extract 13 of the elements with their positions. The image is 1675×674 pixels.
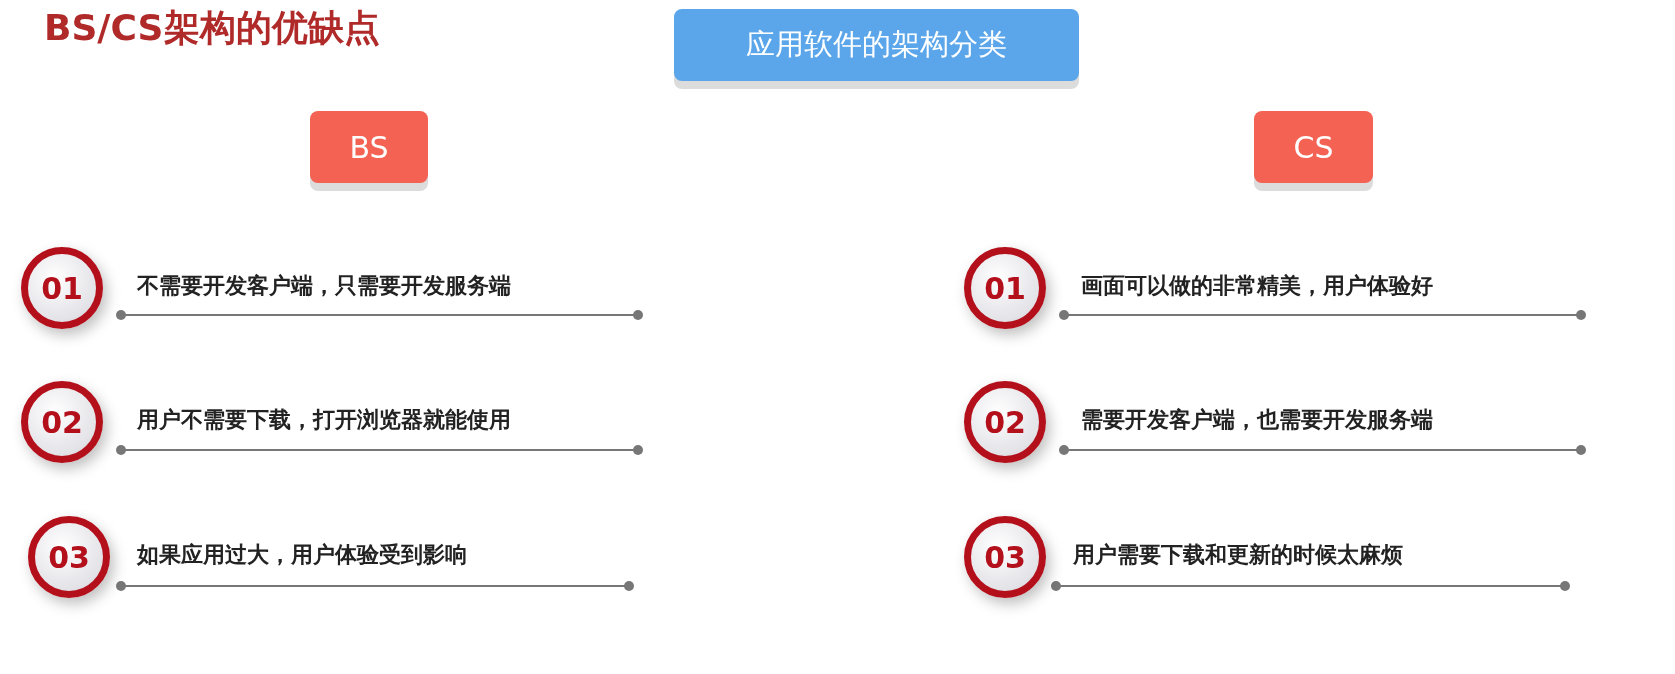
number-circle: 02	[964, 381, 1046, 463]
item-text: 用户不需要下载，打开浏览器就能使用	[137, 406, 511, 434]
page-title: BS/CS架构的优缺点	[44, 6, 380, 50]
item-text: 如果应用过大，用户体验受到影响	[137, 541, 467, 569]
item-text: 用户需要下载和更新的时候太麻烦	[1073, 541, 1403, 569]
number-circle: 01	[964, 247, 1046, 329]
number-circle: 01	[21, 247, 103, 329]
item-text: 画面可以做的非常精美，用户体验好	[1081, 272, 1433, 300]
item-text: 不需要开发客户端，只需要开发服务端	[137, 272, 511, 300]
item-text: 需要开发客户端，也需要开发服务端	[1081, 406, 1433, 434]
number-circle: 03	[28, 516, 110, 598]
number-circle: 02	[21, 381, 103, 463]
number-circle: 03	[964, 516, 1046, 598]
